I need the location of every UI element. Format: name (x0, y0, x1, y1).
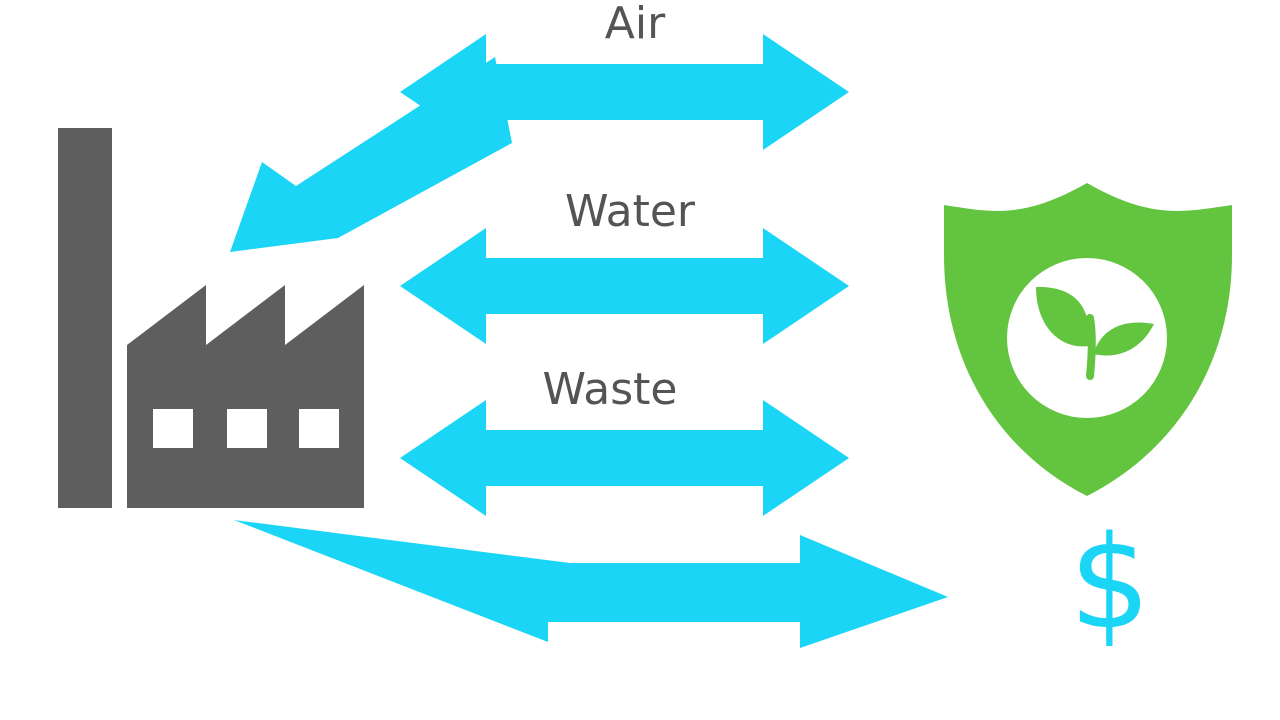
water-arrow (400, 228, 849, 344)
flow-label-water: Water (564, 186, 696, 237)
factory-chimney (58, 128, 112, 508)
cost-arrow (234, 520, 948, 648)
sprout-stem (1086, 314, 1096, 380)
flow-label-waste: Waste (542, 364, 678, 415)
plant-sprout-icon (1036, 286, 1154, 380)
flow-label-air: Air (604, 0, 666, 49)
eco-shield-icon (944, 183, 1232, 496)
waste-arrow (400, 400, 849, 516)
factory-window (153, 409, 193, 448)
factory-building (127, 285, 364, 508)
dollar-icon: $ (1069, 509, 1151, 658)
sprout-left-leaf (1036, 286, 1090, 347)
sprout-right-leaf (1093, 322, 1154, 356)
factory-window (227, 409, 267, 448)
factory-icon (58, 128, 364, 508)
factory-window (299, 409, 339, 448)
air-arrow (400, 34, 849, 150)
